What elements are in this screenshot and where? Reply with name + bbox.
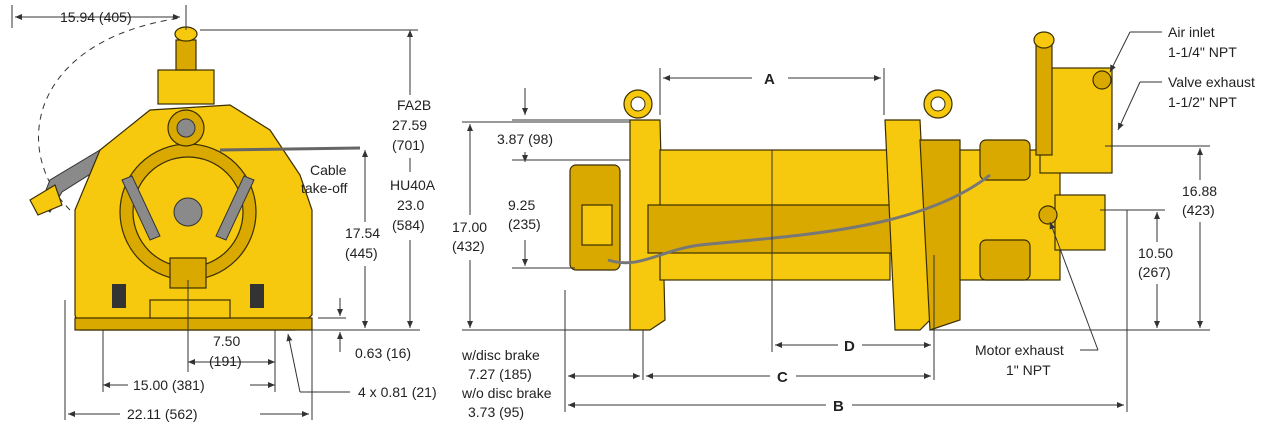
- fa2b-in: 27.59: [392, 117, 427, 133]
- dim-d: D: [844, 338, 855, 355]
- disc-brake-with-val: 7.27 (185): [468, 366, 532, 382]
- side-view: [569, 31, 1113, 331]
- motor-exhaust-block: [1054, 194, 1106, 251]
- right-upright: [884, 119, 931, 331]
- dim-total-h-in: 17.00: [452, 219, 487, 235]
- handle-grip: [29, 184, 63, 216]
- drum-hub: [173, 197, 203, 227]
- disc-brake-with: w/disc brake: [461, 347, 540, 363]
- dim-right-mm: (423): [1182, 202, 1215, 218]
- front-view: [29, 17, 361, 331]
- disc-brake-without-val: 3.73 (95): [468, 404, 524, 420]
- base-center: [149, 299, 231, 319]
- air-inlet-2: 1-1/4" NPT: [1168, 44, 1237, 60]
- dim-top: 15.94 (405): [60, 9, 132, 25]
- motor-cap-bottom: [979, 239, 1031, 281]
- dim-total-h-mm: (432): [452, 238, 485, 254]
- dim-b: B: [833, 398, 844, 415]
- dim-eye: 3.87 (98): [497, 131, 553, 147]
- motor-exhaust-1: Motor exhaust: [975, 342, 1064, 358]
- dim-a: A: [764, 71, 775, 88]
- valve-exhaust-2: 1-1/2" NPT: [1168, 94, 1237, 110]
- valve-stem: [175, 39, 197, 71]
- disc-brake-without: w/o disc brake: [461, 385, 552, 401]
- fa2b-mm: (701): [392, 137, 425, 153]
- motor-cap-top: [979, 139, 1031, 181]
- valve-exhaust-1: Valve exhaust: [1168, 74, 1255, 90]
- dim-motor-mm: (267): [1138, 264, 1171, 280]
- front-dimensions: 15.94 (405) Cable take-off FA2B 27.59 (7…: [11, 5, 437, 422]
- motor-port-inner: [176, 118, 196, 138]
- brake-cover: [581, 204, 613, 246]
- air-inlet-1: Air inlet: [1168, 24, 1215, 40]
- dim-c: C: [777, 369, 788, 386]
- fa2b-model: FA2B: [397, 97, 431, 113]
- side-dimensions: A 3.87 (98) 9.25 (235) 17.00 (432) C w/d…: [452, 24, 1255, 420]
- cable-takeoff-2: take-off: [301, 180, 348, 196]
- brake-arm-left: [121, 175, 161, 241]
- motor-exhaust-2: 1" NPT: [1006, 362, 1051, 378]
- cable-takeoff-1: Cable: [310, 162, 347, 178]
- air-inlet-port: [1092, 70, 1112, 90]
- lever-knob: [1033, 31, 1055, 49]
- cable: [219, 146, 361, 152]
- dim-drum-mm: (235): [508, 216, 541, 232]
- dim-motor-in: 10.50: [1138, 245, 1173, 261]
- dim-center-mm: (191): [209, 353, 242, 369]
- valve-block: [157, 69, 215, 105]
- control-lever: [1035, 44, 1053, 156]
- dim-right-in: 16.88: [1182, 183, 1217, 199]
- hu40a-mm: (584): [392, 217, 425, 233]
- dim-drum-in: 9.25: [508, 197, 535, 213]
- hu40a-model: HU40A: [390, 177, 436, 193]
- dim-height-in: 17.54: [345, 225, 380, 241]
- slot-right: [250, 284, 264, 308]
- dim-width: 22.11 (562): [127, 406, 198, 422]
- dim-holes: 4 x 0.81 (21): [358, 384, 437, 400]
- dim-height-mm: (445): [345, 245, 378, 261]
- dim-center-in: 7.50: [213, 333, 240, 349]
- winch-base: [74, 317, 313, 331]
- hose: [607, 173, 991, 265]
- dim-base: 0.63 (16): [355, 345, 411, 361]
- gear-housing: [919, 139, 961, 331]
- hu40a-in: 23.0: [397, 197, 424, 213]
- slot-left: [112, 284, 126, 308]
- brake-arm-right: [215, 175, 255, 241]
- dim-holes-spacing: 15.00 (381): [133, 377, 205, 393]
- motor-exhaust-port: [1038, 205, 1058, 225]
